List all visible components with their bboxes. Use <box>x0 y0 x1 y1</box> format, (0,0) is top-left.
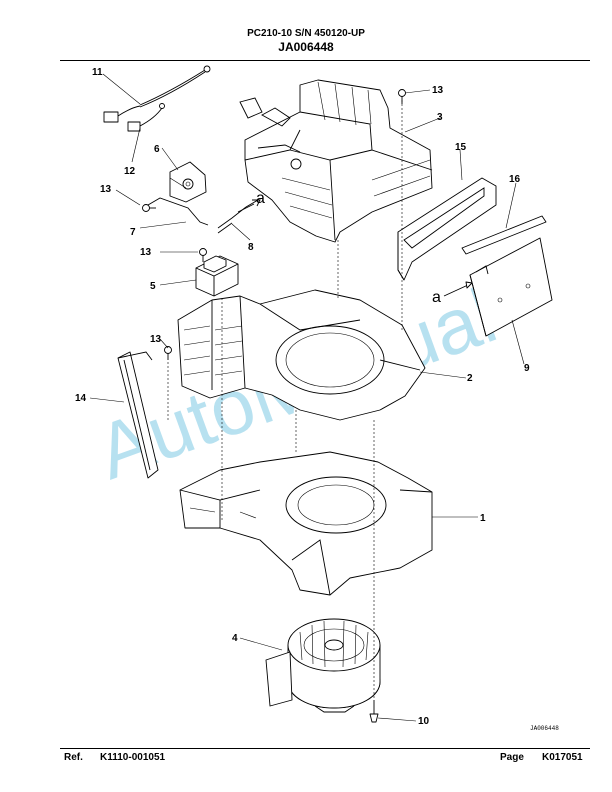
rod-part-7 <box>147 197 209 226</box>
drawing-code: JA006448 <box>530 725 559 732</box>
resistor-part-5 <box>195 255 239 297</box>
callout-4: 4 <box>232 633 238 644</box>
page-label: Page <box>500 752 524 763</box>
filter-frame-part-15 <box>397 177 497 281</box>
callout-15: 15 <box>455 142 467 153</box>
model-line: PC210-10 S/N 450120-UP <box>247 28 365 39</box>
callout-9: 9 <box>524 363 530 374</box>
callout-10: 10 <box>418 716 430 727</box>
drawing-id: JA006448 <box>278 40 334 54</box>
connector-mark-a-upper: a <box>256 190 265 207</box>
screw-13-left <box>142 204 156 212</box>
lower-case-part-1 <box>179 451 433 596</box>
callout-8: 8 <box>248 242 254 253</box>
callout-16: 16 <box>509 174 521 185</box>
actuator-part-6 <box>169 161 207 203</box>
upper-case-part-3 <box>239 79 433 243</box>
screw-13-mid <box>199 248 207 262</box>
footer-rule <box>60 748 590 749</box>
callout-12: 12 <box>124 166 136 177</box>
callout-5: 5 <box>150 281 156 292</box>
screw-13-top <box>398 89 406 104</box>
blower-motor-part-4 <box>265 618 381 713</box>
screw-13-lower <box>164 346 172 360</box>
middle-case-part-2 <box>177 289 426 421</box>
ref-value: K1110-001051 <box>100 752 166 763</box>
door-part-9 <box>469 237 553 337</box>
callout-14: 14 <box>75 393 87 404</box>
callout-3: 3 <box>437 112 443 123</box>
callout-13-left: 13 <box>100 184 112 195</box>
page-value: K017051 <box>542 752 583 763</box>
screw-part-10 <box>369 700 379 723</box>
callout-6: 6 <box>154 144 160 155</box>
callout-1: 1 <box>480 513 486 524</box>
callout-13-top: 13 <box>432 85 444 96</box>
callout-13-lower: 13 <box>150 334 162 345</box>
harness-part-11 <box>103 65 211 132</box>
callout-11: 11 <box>92 67 103 78</box>
callout-13-mid: 13 <box>140 247 152 258</box>
ref-label: Ref. <box>64 752 83 763</box>
header-rule <box>60 60 590 61</box>
callout-2: 2 <box>467 373 473 384</box>
strip-part-16 <box>461 215 547 255</box>
connector-mark-a-lower: a <box>432 289 441 306</box>
seal-frame-part-14 <box>117 351 159 479</box>
callout-7: 7 <box>130 227 136 238</box>
